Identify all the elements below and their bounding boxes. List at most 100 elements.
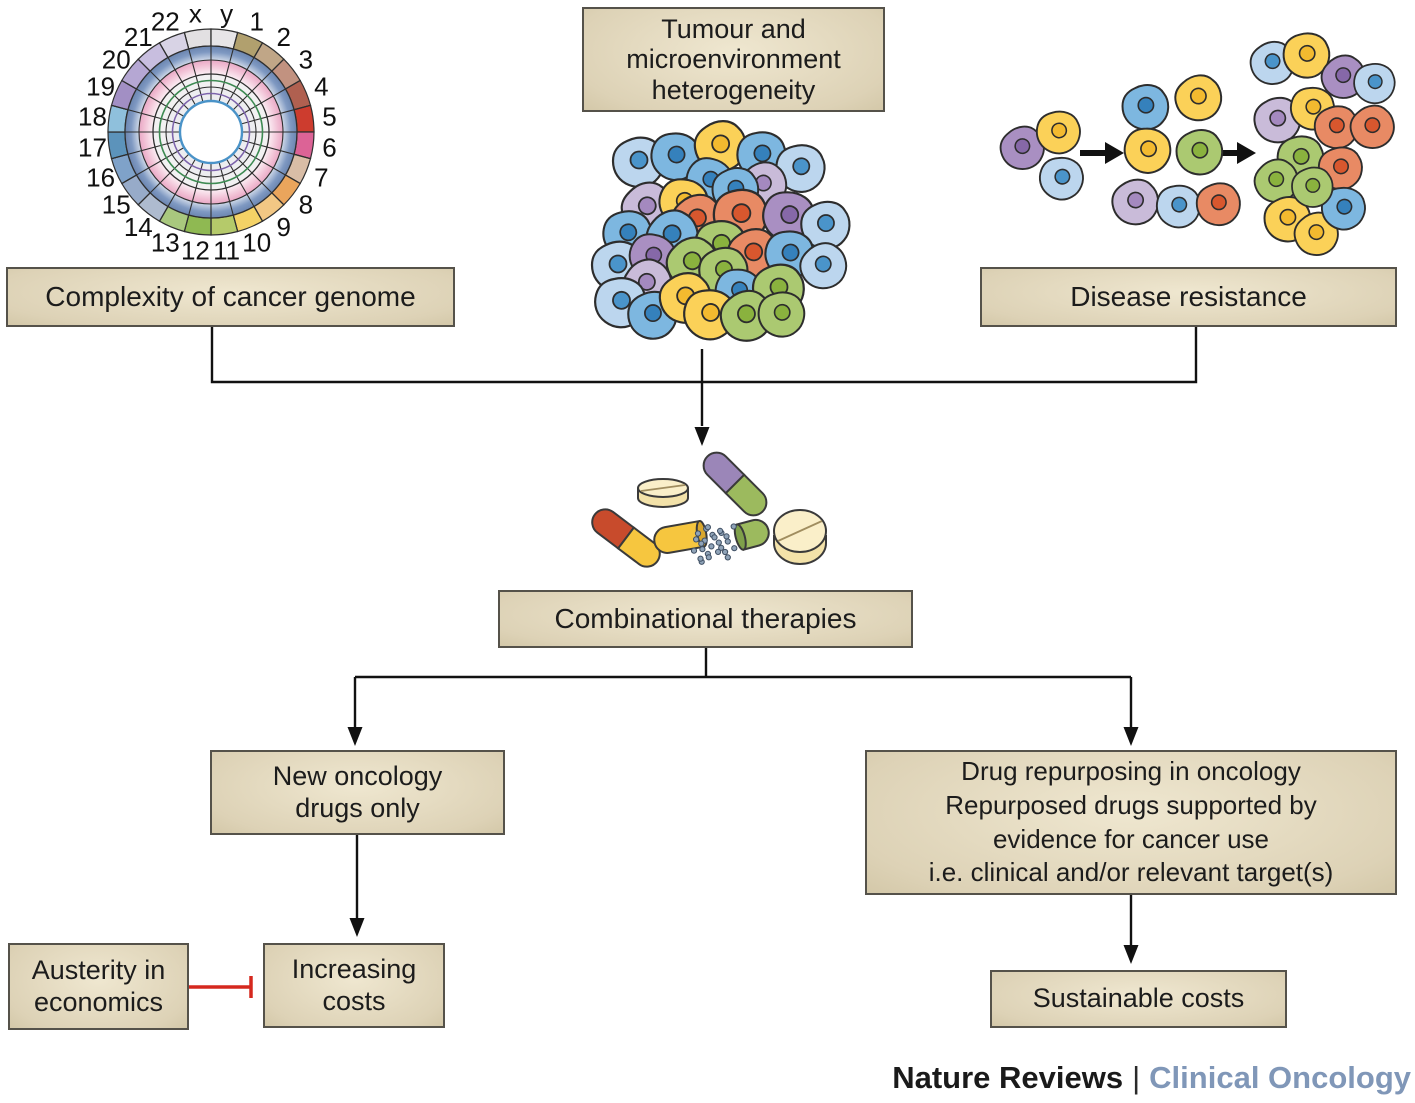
- left-branch-arrowhead-icon: [347, 727, 363, 746]
- cell-nucleus: [682, 251, 702, 271]
- granule: [724, 538, 731, 545]
- node-complexity-of-cancer-genome: Complexity of cancer genome: [6, 267, 455, 327]
- node-label: Increasing costs: [291, 954, 417, 1016]
- granule: [708, 543, 715, 550]
- granule: [715, 548, 722, 556]
- footer-separator: |: [1132, 1060, 1141, 1095]
- node-label: Complexity of cancer genome: [45, 280, 416, 312]
- cell-nucleus: [701, 303, 721, 322]
- capsule-half-green: [724, 473, 768, 517]
- right-branch-arrowhead-icon: [1123, 727, 1139, 746]
- journal-name: Nature Reviews: [892, 1060, 1124, 1095]
- cell-nucleus: [667, 145, 686, 164]
- granule: [730, 523, 737, 530]
- granule: [704, 524, 712, 531]
- genome-label-16: 16: [86, 163, 115, 193]
- granule: [698, 540, 705, 547]
- genome-label-18: 18: [78, 101, 107, 131]
- cell-nucleus: [711, 134, 731, 154]
- genome-label-14: 14: [124, 212, 153, 242]
- genome-green-track: [158, 79, 264, 185]
- granule: [711, 534, 718, 541]
- publication-name: Clinical Oncology: [1149, 1060, 1411, 1095]
- cell-red: [1195, 182, 1241, 227]
- node-combinational-therapies: Combinational therapies: [498, 590, 913, 648]
- pills-illustration: [591, 451, 827, 568]
- increasing-costs-arrowhead-icon: [349, 918, 365, 937]
- cell-nucleus: [1328, 117, 1345, 134]
- cell-nucleus: [792, 157, 811, 176]
- journal-footer: Nature Reviews|Clinical Oncology: [892, 1060, 1411, 1096]
- genome-label-20: 20: [102, 44, 131, 74]
- tumour-cells-illustration: [590, 120, 851, 342]
- cell-nucleus: [1333, 158, 1349, 175]
- cell-green: [1291, 166, 1334, 208]
- cell-green: [1175, 129, 1224, 176]
- granule: [718, 544, 725, 551]
- sustainable-costs-arrowhead-icon: [1123, 945, 1139, 964]
- granule: [699, 546, 706, 553]
- node-disease-resistance: Disease resistance: [980, 267, 1397, 327]
- cell-nucleus: [1269, 109, 1287, 127]
- cell-blue_light: [800, 200, 851, 250]
- granule: [722, 548, 729, 556]
- cell-nucleus: [1298, 44, 1316, 62]
- cell-blue_light: [799, 242, 848, 290]
- node-label: Disease resistance: [1070, 280, 1307, 312]
- granule: [717, 527, 724, 535]
- cell-purple: [999, 125, 1045, 170]
- resistance-cells-illustration: [999, 32, 1396, 256]
- cell-nucleus: [629, 150, 649, 170]
- inhibition-connector: [187, 976, 253, 998]
- cell-nucleus: [1140, 140, 1158, 158]
- cell-nucleus: [817, 214, 835, 233]
- cell-blue: [1121, 84, 1170, 131]
- genome-label-10: 10: [242, 227, 271, 257]
- cell-green: [719, 289, 773, 342]
- cell-nucleus: [1336, 198, 1353, 215]
- capsule-half-red: [591, 508, 636, 550]
- cell-nucleus: [1210, 194, 1227, 211]
- node-sustainable-costs: Sustainable costs: [990, 970, 1287, 1028]
- cell-nucleus: [612, 290, 631, 310]
- genome-label-8: 8: [299, 190, 313, 220]
- branch-connector: [353, 648, 1133, 727]
- genome-label-21: 21: [124, 22, 153, 52]
- cell-nucleus: [644, 304, 662, 323]
- cell-blue_light: [775, 144, 826, 193]
- cell-nucleus: [1191, 141, 1209, 159]
- cell-nucleus: [1264, 53, 1281, 70]
- cell-nucleus: [608, 254, 628, 274]
- genome-spokes: [108, 29, 314, 235]
- genome-label-22: 22: [151, 7, 180, 37]
- genome-label-x: x: [189, 0, 202, 29]
- genome-label-9: 9: [276, 212, 290, 242]
- granule: [723, 533, 730, 540]
- cell-nucleus: [1171, 196, 1188, 213]
- genome-label-19: 19: [86, 71, 115, 101]
- genome-label-7: 7: [314, 163, 328, 193]
- node-label: Tumour and microenvironment heterogeneit…: [626, 13, 841, 105]
- granule: [694, 530, 702, 537]
- genome-label-4: 4: [314, 71, 328, 101]
- genome-label-17: 17: [78, 133, 107, 163]
- genome-label-13: 13: [151, 227, 180, 257]
- tablet-score-line: [640, 484, 686, 492]
- granule: [690, 547, 698, 554]
- cell-nucleus: [1335, 67, 1352, 84]
- cell-yellow: [1293, 211, 1339, 256]
- cell-nucleus: [1014, 138, 1031, 155]
- cell-green: [757, 291, 806, 338]
- node-austerity-in-economics: Austerity in economics: [8, 943, 189, 1030]
- genome-label-1: 1: [249, 7, 263, 37]
- cell-nucleus: [1308, 224, 1325, 241]
- genome-label-2: 2: [276, 22, 290, 52]
- cell-blue_light: [1353, 63, 1396, 105]
- cell-red: [1349, 104, 1395, 149]
- node-label: Drug repurposing in oncology Repurposed …: [928, 755, 1334, 888]
- granule: [715, 539, 722, 546]
- cell-blue_light: [1038, 156, 1084, 201]
- genome-blue-track: [178, 99, 244, 165]
- open-capsule-cap-icon: [733, 518, 770, 551]
